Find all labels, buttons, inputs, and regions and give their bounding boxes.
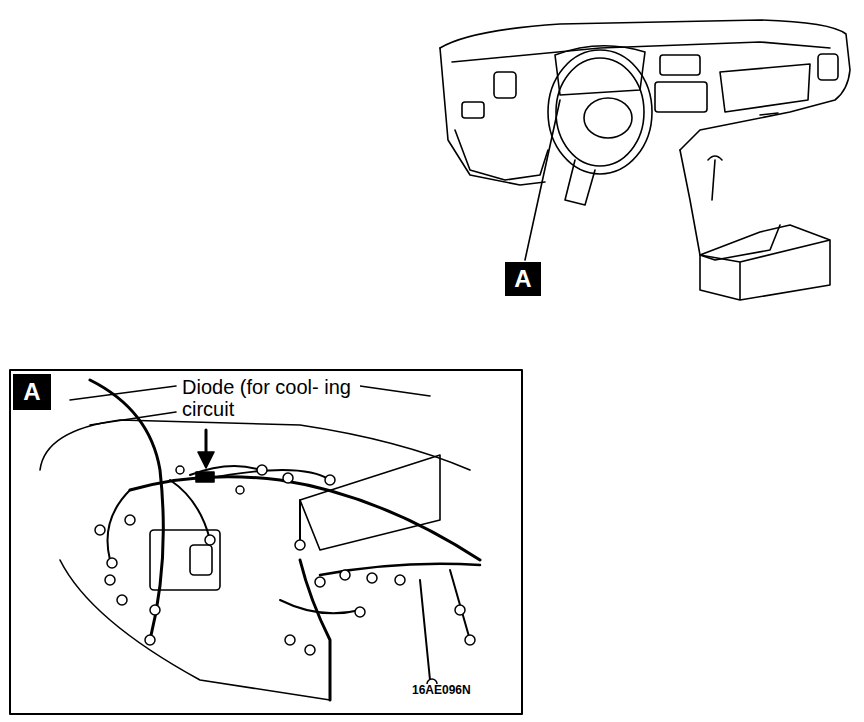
dash-panel-edge bbox=[60, 560, 330, 700]
callout-letter: A bbox=[23, 380, 40, 404]
wiring-harness bbox=[108, 466, 261, 560]
callout-letter: A bbox=[514, 267, 531, 291]
detail-frame bbox=[10, 370, 522, 714]
shift-lever bbox=[708, 156, 722, 200]
meter-hood bbox=[555, 46, 645, 95]
dashboard-outline bbox=[440, 20, 850, 150]
audio-unit bbox=[655, 82, 707, 112]
wiring-harness bbox=[90, 380, 163, 640]
connectors bbox=[95, 465, 475, 689]
steering-wheel bbox=[548, 50, 652, 174]
armrest bbox=[700, 225, 830, 300]
leader-line bbox=[70, 386, 176, 400]
dashboard-lower bbox=[440, 48, 545, 185]
part-label: Diode (for cool- ing circuit bbox=[180, 376, 360, 420]
callout-box: A bbox=[505, 262, 541, 296]
relay-box bbox=[150, 530, 220, 590]
left-switch bbox=[462, 102, 484, 118]
center-vent bbox=[660, 55, 700, 75]
steering-column bbox=[565, 160, 595, 205]
figure-code: 16AE096N bbox=[410, 684, 473, 697]
dashboard-face bbox=[452, 42, 830, 62]
leader-line bbox=[525, 100, 560, 260]
relay bbox=[190, 545, 212, 575]
diode bbox=[196, 472, 214, 482]
steering-rim-inner bbox=[556, 58, 644, 166]
knee-panel bbox=[455, 130, 548, 180]
dash-panel-edge bbox=[40, 420, 470, 470]
glove-box bbox=[720, 64, 810, 112]
wiring-harness bbox=[200, 470, 330, 540]
steering-hub bbox=[584, 98, 632, 138]
right-vent bbox=[818, 54, 838, 80]
left-vent bbox=[494, 72, 516, 98]
wiring-harness bbox=[300, 560, 330, 700]
wiring-harness bbox=[280, 570, 470, 680]
leader-line bbox=[360, 386, 430, 396]
glove-handle bbox=[760, 113, 778, 115]
callout-box: A bbox=[13, 374, 51, 410]
pointer-arrowhead bbox=[198, 452, 214, 468]
